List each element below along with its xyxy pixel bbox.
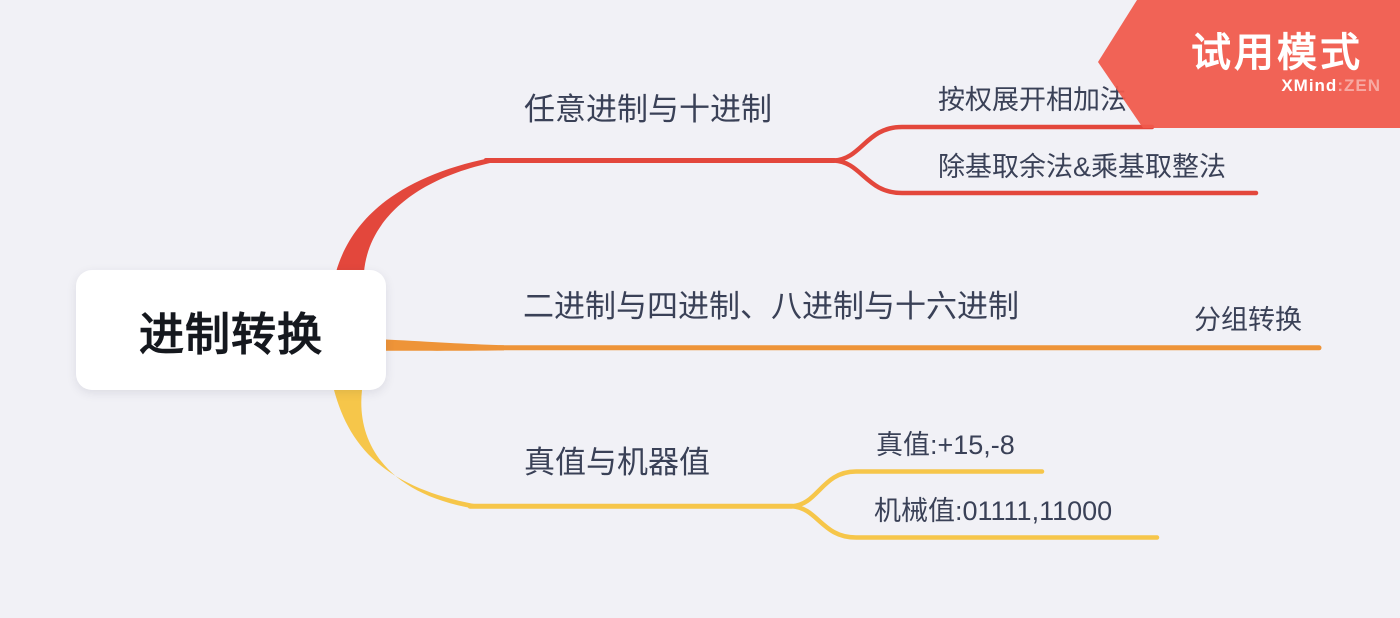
branch3-child2-line: [789, 503, 1160, 540]
root-topic-label: 进制转换: [138, 308, 323, 360]
branch1-child2-line: [831, 158, 1259, 196]
trial-mode-label: 试用模式: [1191, 31, 1363, 75]
main-topic-binary-quaternary-octal-hex[interactable]: 二进制与四进制、八进制与十六进制: [523, 289, 1019, 324]
subtopic-group-conversion[interactable]: 分组转换: [1194, 305, 1302, 335]
subtopic-weight-expansion-addition[interactable]: 按权展开相加法: [938, 85, 1127, 115]
subtopic-divide-remainder-multiply-integer[interactable]: 除基取余法&乘基取整法: [938, 152, 1227, 182]
main-topic-true-and-machine-value[interactable]: 真值与机器值: [524, 445, 710, 480]
branch2-trunk-curve: [386, 339, 504, 351]
main-topic-any-base-and-decimal[interactable]: 任意进制与十进制: [524, 92, 772, 127]
root-topic[interactable]: 进制转换: [76, 270, 386, 390]
xmind-zen-logo: XMind:ZEN: [1281, 76, 1381, 96]
zen-logo-text: :ZEN: [1337, 76, 1381, 95]
subtopic-machine-value[interactable]: 机械值:01111,11000: [874, 496, 1113, 526]
subtopic-true-value[interactable]: 真值:+15,-8: [876, 430, 1015, 460]
branch1-trunk-curve: [336, 158, 490, 272]
branch1-child1-line: [831, 124, 1155, 163]
branch3-trunk-curve: [334, 390, 474, 509]
trial-mode-badge: 试用模式 XMind:ZEN: [1097, 0, 1400, 128]
xmind-logo-text: XMind: [1281, 76, 1338, 95]
branch3-child1-line: [789, 469, 1045, 509]
